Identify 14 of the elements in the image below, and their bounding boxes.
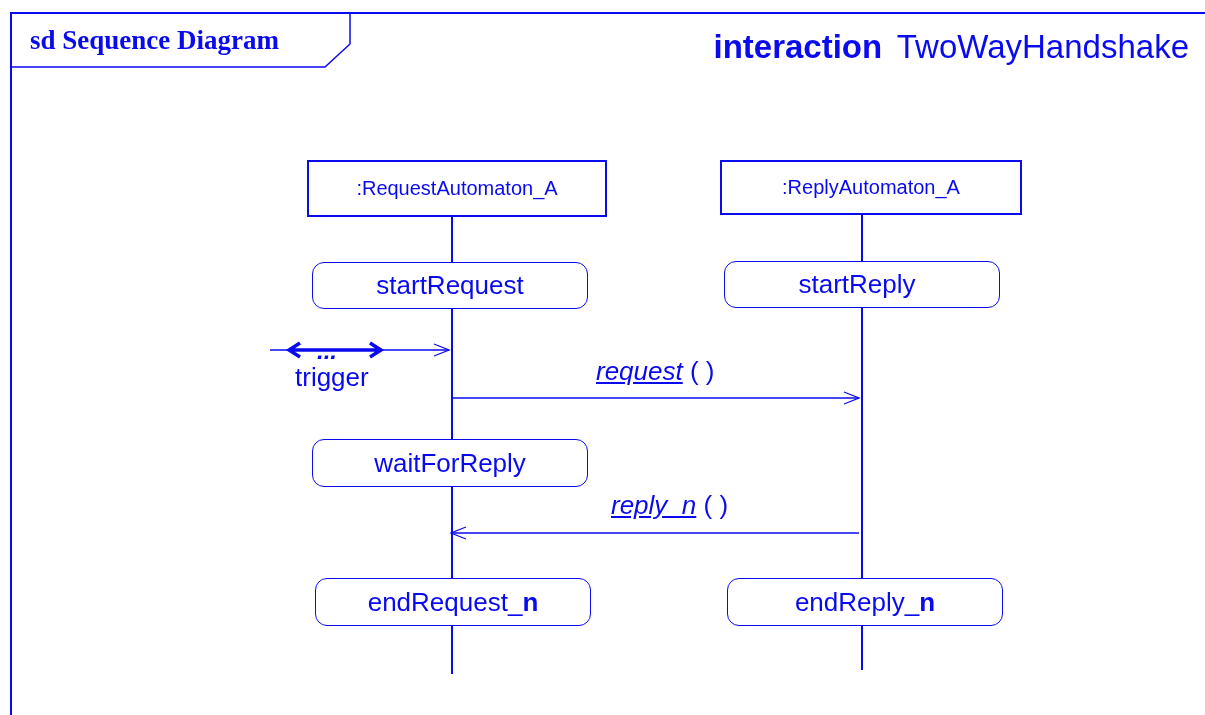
state-box: startReply bbox=[724, 261, 1000, 308]
lifeline-header: :RequestAutomaton_A bbox=[307, 160, 607, 217]
state-box: startRequest bbox=[312, 262, 588, 309]
ellipsis-mark: ... bbox=[317, 339, 337, 363]
message-arrow bbox=[269, 343, 450, 357]
frame bbox=[10, 12, 1205, 715]
state-box: endReply_n bbox=[727, 578, 1003, 626]
state-box: endRequest_n bbox=[315, 578, 591, 626]
frame-label: sd Sequence Diagram bbox=[30, 25, 279, 56]
diagram-title: interaction TwoWayHandshake bbox=[713, 28, 1189, 66]
lifeline-header: :ReplyAutomaton_A bbox=[720, 160, 1022, 215]
state-box: waitForReply bbox=[312, 439, 588, 487]
message-arrow bbox=[450, 526, 860, 540]
message-arrow bbox=[450, 391, 860, 405]
